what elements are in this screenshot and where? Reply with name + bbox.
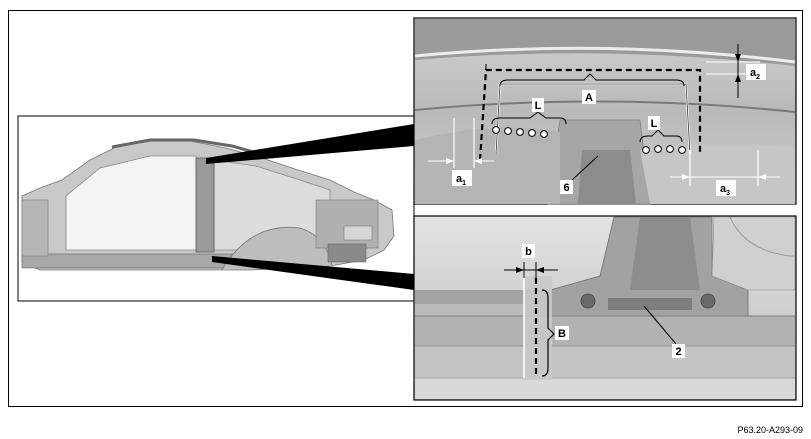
svg-text:L: L <box>651 118 658 130</box>
callout-wedge-bottom <box>212 256 414 290</box>
label-6: 6 <box>560 180 573 194</box>
label-L-right: L <box>648 116 660 130</box>
detail-bottom-panel <box>413 215 797 401</box>
overview-panel <box>17 115 415 302</box>
svg-text:a2: a2 <box>750 67 760 81</box>
svg-text:A: A <box>585 92 593 104</box>
svg-text:b: b <box>525 246 532 258</box>
label-a3: a3 <box>716 180 736 197</box>
svg-text:a1: a1 <box>456 173 466 187</box>
svg-text:6: 6 <box>563 182 569 194</box>
label-L-left: L <box>532 98 544 112</box>
label-B: B <box>555 326 569 340</box>
svg-text:a3: a3 <box>720 183 730 197</box>
car-body-side-view <box>21 138 395 271</box>
svg-text:L: L <box>535 100 542 112</box>
label-2: 2 <box>672 344 685 358</box>
label-b: b <box>522 244 535 258</box>
spot-welds-right <box>642 145 686 154</box>
figure-code: P63.20-A293-09 <box>737 425 803 435</box>
label-a1: a1 <box>452 170 472 187</box>
callout-wedge-top <box>206 124 414 164</box>
svg-text:2: 2 <box>675 346 681 358</box>
detail-top-panel <box>413 17 797 205</box>
label-A: A <box>582 90 596 104</box>
svg-text:B: B <box>558 328 566 340</box>
label-a2: a2 <box>746 64 766 81</box>
spot-welds-left <box>492 126 548 138</box>
